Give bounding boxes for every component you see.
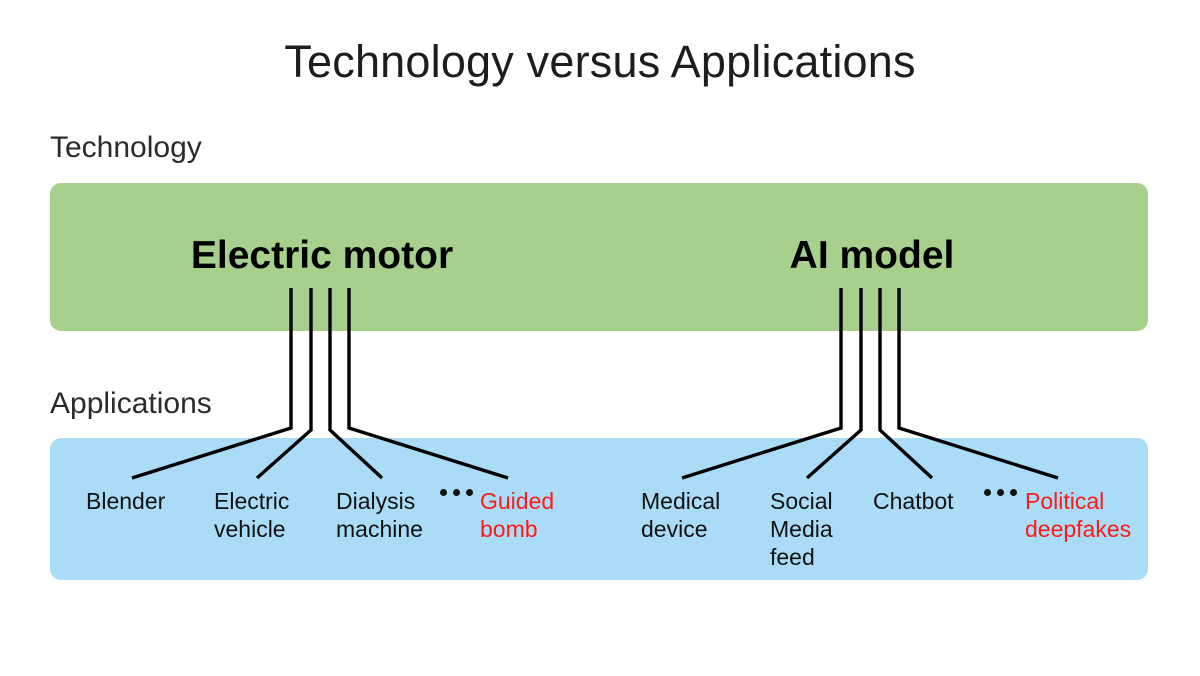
application-label-line: Guided	[480, 488, 555, 514]
ellipsis-dot	[997, 489, 1004, 496]
application-label-guided-bomb: Guided bomb	[480, 487, 554, 543]
application-label-line: vehicle	[214, 516, 286, 543]
application-label-line: Social	[770, 488, 833, 514]
ellipsis-dot	[466, 489, 473, 496]
section-caption-applications: Applications	[50, 387, 212, 420]
application-label-line: device	[641, 516, 708, 543]
application-label-line: Medical	[641, 488, 721, 514]
application-label-line: Electric	[214, 488, 290, 514]
ellipsis-dot	[984, 489, 991, 496]
application-label-social-media-feed: Social Media feed	[770, 487, 833, 571]
application-label-political-deepfakes: Political deepfakes	[1025, 487, 1131, 543]
application-label-line: Chatbot	[873, 488, 954, 514]
page-title: Technology versus Applications	[284, 36, 916, 87]
application-label-chatbot: Chatbot	[873, 487, 954, 515]
application-label-line: machine	[336, 516, 423, 543]
application-label-medical-device: Medical device	[641, 487, 720, 543]
technology-node-electric-motor: Electric motor	[190, 234, 454, 277]
application-label-line: Media	[770, 516, 833, 543]
application-label-line: bomb	[480, 516, 538, 543]
ellipsis-icon-left	[440, 489, 473, 496]
ellipsis-dot	[440, 489, 447, 496]
application-label-blender: Blender	[86, 487, 165, 515]
ellipsis-dot	[1010, 489, 1017, 496]
application-label-line: Dialysis	[336, 488, 416, 514]
application-label-line: Political	[1025, 488, 1105, 514]
ellipsis-dot	[453, 489, 460, 496]
application-label-line: feed	[770, 544, 815, 571]
section-caption-technology: Technology	[50, 131, 202, 164]
application-label-line: Blender	[86, 488, 166, 514]
application-label-electric-vehicle: Electric vehicle	[214, 487, 289, 543]
technology-node-ai-model: AI model	[789, 234, 955, 277]
application-label-line: deepfakes	[1025, 516, 1132, 543]
application-label-dialysis-machine: Dialysis machine	[336, 487, 423, 543]
ellipsis-icon-right	[984, 489, 1017, 496]
